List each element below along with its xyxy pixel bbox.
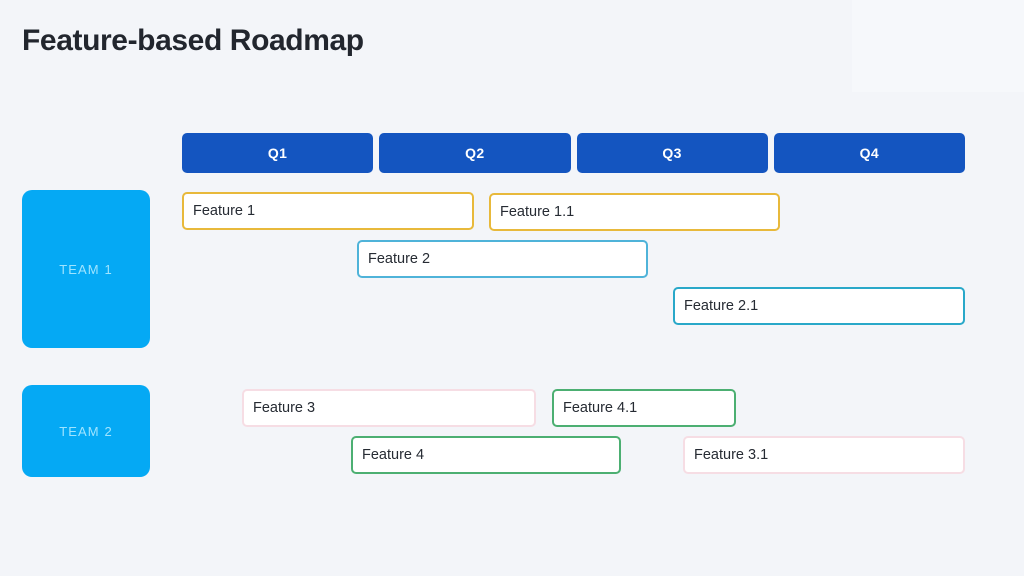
- feature-bar-feature-3[interactable]: Feature 3: [242, 389, 536, 427]
- feature-bar-feature-2-1[interactable]: Feature 2.1: [673, 287, 965, 325]
- swimlane-label-team-1[interactable]: TEAM 1: [22, 190, 150, 348]
- feature-bar-label: Feature 1: [193, 203, 256, 219]
- quarter-header-q2[interactable]: Q2: [379, 133, 571, 173]
- feature-bar-label: Feature 4.1: [563, 400, 638, 416]
- feature-bar-label: Feature 3.1: [694, 447, 769, 463]
- quarter-header-label: Q3: [662, 145, 682, 161]
- feature-bar-label: Feature 2: [368, 251, 431, 267]
- feature-bar-feature-2[interactable]: Feature 2: [357, 240, 648, 278]
- quarter-header-q4[interactable]: Q4: [773, 133, 965, 173]
- feature-bar-feature-1[interactable]: Feature 1: [182, 192, 474, 230]
- quarter-header-row: Q1 Q2 Q3 Q4: [182, 133, 965, 173]
- feature-bar-label: Feature 1.1: [500, 204, 575, 220]
- feature-bar-label: Feature 3: [253, 400, 316, 416]
- swimlane-label-text: TEAM 1: [59, 261, 113, 277]
- quarter-header-q3[interactable]: Q3: [576, 133, 768, 173]
- feature-bar-feature-4[interactable]: Feature 4: [351, 436, 621, 474]
- swimlane-label-team-2[interactable]: TEAM 2: [22, 385, 150, 477]
- quarter-header-label: Q2: [465, 145, 485, 161]
- feature-bar-feature-3-1[interactable]: Feature 3.1: [683, 436, 965, 474]
- feature-bar-label: Feature 2.1: [684, 298, 759, 314]
- quarter-header-label: Q4: [859, 145, 880, 161]
- feature-bar-label: Feature 4: [362, 447, 425, 463]
- quarter-header-label: Q1: [267, 145, 288, 161]
- quarter-header-q1[interactable]: Q1: [182, 133, 374, 173]
- feature-bar-feature-1-1[interactable]: Feature 1.1: [489, 193, 780, 231]
- page-title: Feature-based Roadmap: [22, 24, 364, 57]
- feature-bar-feature-4-1[interactable]: Feature 4.1: [552, 389, 736, 427]
- swimlane-label-text: TEAM 2: [59, 423, 113, 439]
